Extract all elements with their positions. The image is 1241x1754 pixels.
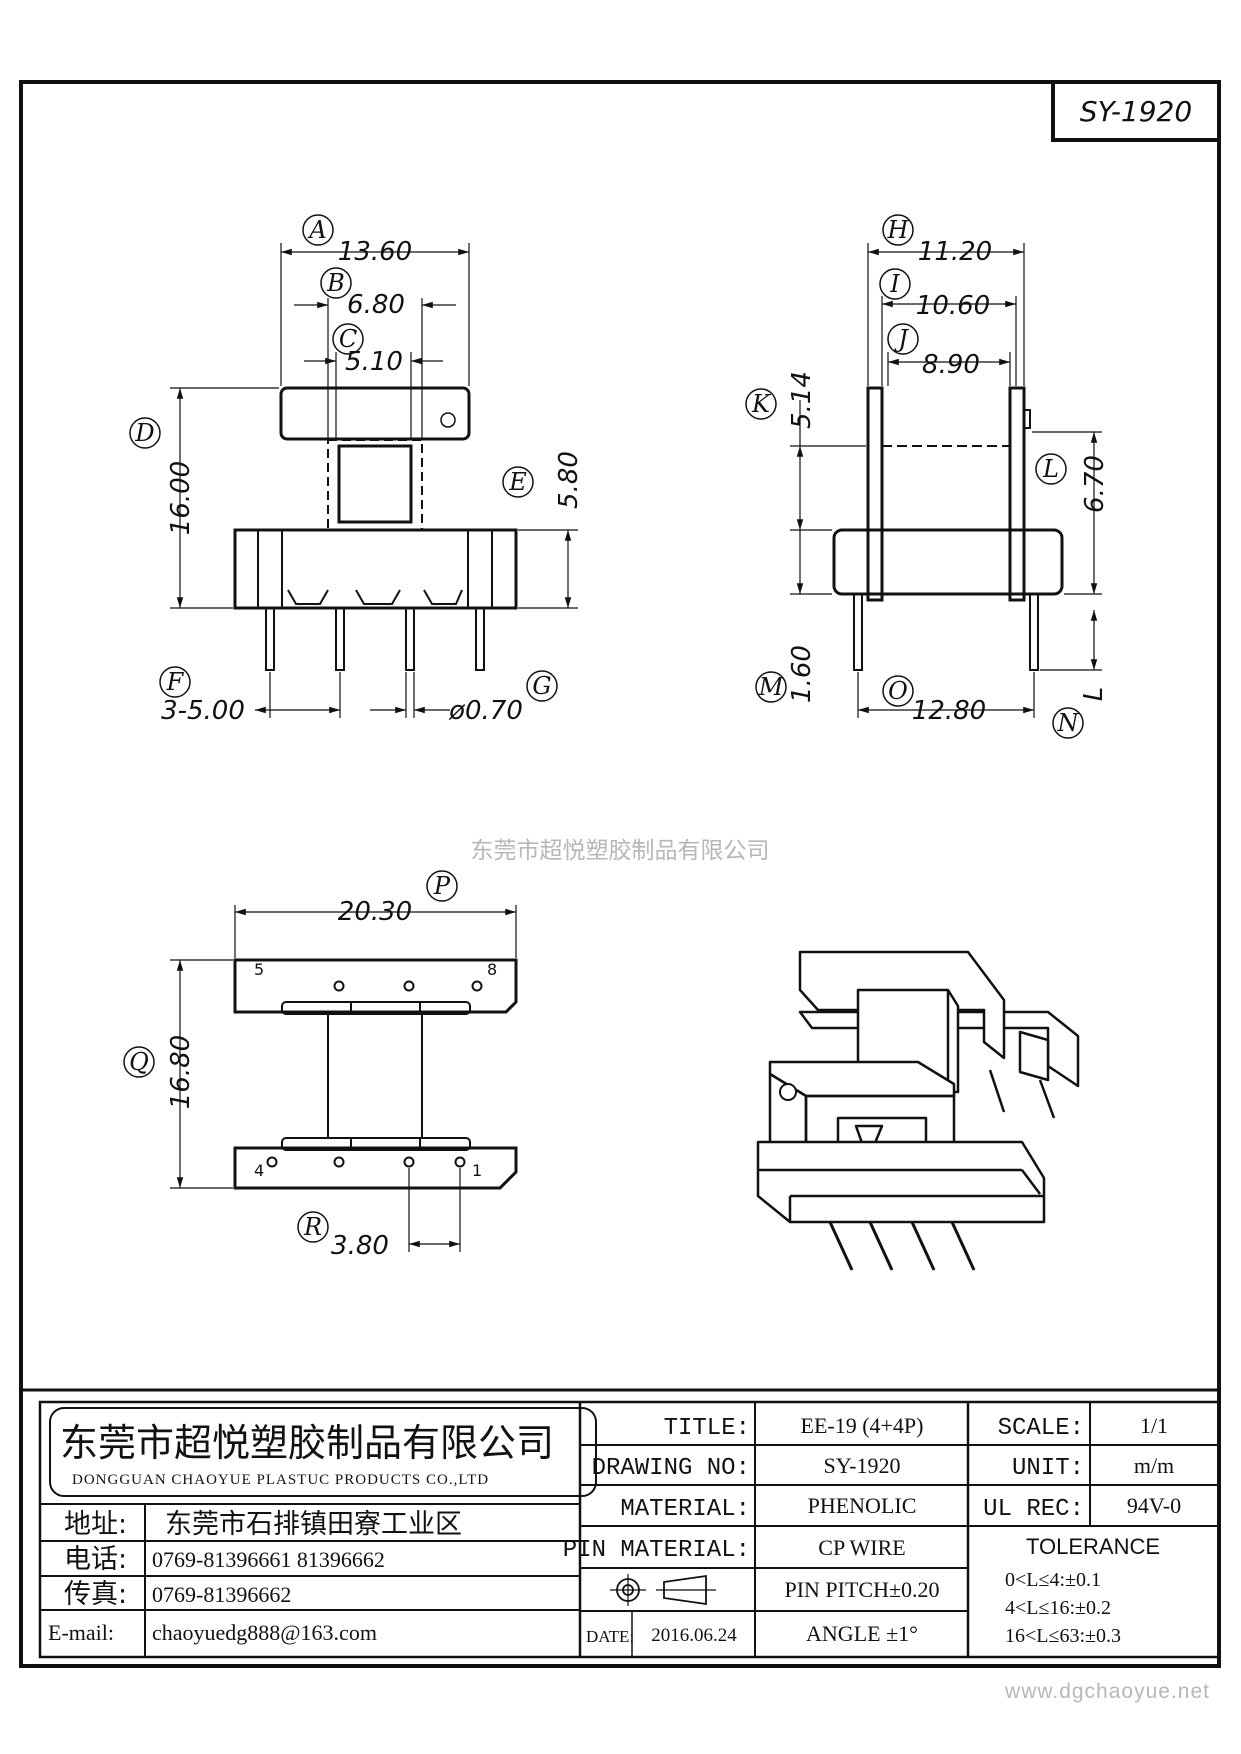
email-value: chaoyuedg888@163.com xyxy=(152,1620,377,1645)
angle-tolerance: ANGLE ±1° xyxy=(806,1621,918,1646)
dim-d: 16.00 xyxy=(166,461,196,535)
tolerance-row-2: 4<L≤16:±0.2 xyxy=(1005,1597,1111,1619)
tag-a: A xyxy=(307,216,326,244)
side-view-labels: H 11.20 I 10.60 J 8.90 K 5.14 L 6.70 M 1… xyxy=(745,214,1110,739)
dim-p: 20.30 xyxy=(338,897,412,927)
dim-i: 10.60 xyxy=(916,291,990,321)
tag-g: G xyxy=(532,672,551,700)
unit-label: UNIT: xyxy=(1012,1455,1084,1482)
pin-number-4: 4 xyxy=(254,1161,264,1180)
isometric-view xyxy=(756,950,1080,1271)
drawing-number-box: SY-1920 xyxy=(1051,80,1221,142)
dim-a: 13.60 xyxy=(338,237,412,267)
date-label: DATE: xyxy=(586,1627,634,1646)
tag-c: C xyxy=(339,325,357,353)
company-name-cn: 东莞市超悦塑胶制品有限公司 xyxy=(60,1421,554,1465)
dim-r: 3.80 xyxy=(331,1231,389,1261)
material-value: PHENOLIC xyxy=(808,1493,917,1518)
pin-pitch: PIN PITCH±0.20 xyxy=(784,1577,939,1602)
title-value: EE-19 (4+4P) xyxy=(801,1413,924,1438)
tag-l: L xyxy=(1042,455,1059,483)
tag-i: I xyxy=(889,270,900,298)
dim-o: 12.80 xyxy=(912,696,986,726)
tag-m: M xyxy=(758,673,785,701)
tag-r: R xyxy=(303,1213,322,1241)
watermark-text: 东莞市超悦塑胶制品有限公司 xyxy=(471,838,770,864)
tag-k: K xyxy=(751,390,772,418)
drawing-no-label: DRAWING NO: xyxy=(592,1455,750,1482)
company-name-en: DONGGUAN CHAOYUE PLASTUC PRODUCTS CO.,LT… xyxy=(72,1472,489,1488)
ul-rec-value: 94V-0 xyxy=(1127,1493,1181,1518)
tag-e: E xyxy=(508,468,527,496)
dim-f: 3-5.00 xyxy=(161,696,245,726)
phone-value: 0769-81396661 81396662 xyxy=(152,1547,385,1572)
dim-b: 6.80 xyxy=(347,290,405,320)
title-label: TITLE: xyxy=(664,1415,750,1442)
side-view xyxy=(790,243,1102,718)
dim-q: 16.80 xyxy=(166,1035,196,1109)
dim-k: 5.14 xyxy=(787,371,817,429)
unit-value: m/m xyxy=(1134,1453,1174,1478)
material-label: MATERIAL: xyxy=(620,1496,750,1523)
dim-n: L xyxy=(1079,687,1109,702)
dim-c: 5.10 xyxy=(345,347,403,377)
fax-value: 0769-81396662 xyxy=(152,1582,291,1607)
tag-o: O xyxy=(888,677,908,705)
address-label: 地址: xyxy=(64,1509,127,1540)
phone-label: 电话: xyxy=(64,1544,127,1575)
address-value: 东莞市石排镇田寮工业区 xyxy=(165,1509,462,1540)
bottom-view xyxy=(170,905,518,1252)
tag-f: F xyxy=(166,668,185,696)
bottom-view-labels: 5 8 4 1 P 20.30 Q 16.80 R 3.80 xyxy=(123,870,497,1261)
tolerance-row-1: 0<L≤4:±0.1 xyxy=(1005,1569,1101,1591)
dim-m: 1.60 xyxy=(787,645,817,703)
scale-label: SCALE: xyxy=(998,1415,1084,1442)
tag-p: P xyxy=(433,872,451,900)
pin-material-label: PIN MATERIAL: xyxy=(563,1537,750,1564)
email-label: E-mail: xyxy=(48,1620,114,1645)
pin-number-8: 8 xyxy=(487,960,497,979)
drawing-frame xyxy=(19,80,1221,1668)
pin-number-1: 1 xyxy=(472,1161,482,1180)
drawing-no-value: SY-1920 xyxy=(823,1453,900,1478)
pin-material-value: CP WIRE xyxy=(818,1535,905,1560)
dim-h: 11.20 xyxy=(918,237,992,267)
pin-number-5: 5 xyxy=(254,960,264,979)
tolerance-row-3: 16<L≤63:±0.3 xyxy=(1005,1625,1121,1647)
ul-rec-label: UL REC: xyxy=(983,1496,1084,1523)
tag-q: Q xyxy=(129,1048,149,1076)
front-view xyxy=(170,243,578,718)
tolerance-label: TOLERANCE xyxy=(1026,1534,1160,1559)
title-block-text: 东莞市超悦塑胶制品有限公司 DONGGUAN CHAOYUE PLASTUC P… xyxy=(48,1413,1181,1647)
date-value: 2016.06.24 xyxy=(651,1625,737,1646)
fax-label: 传真: xyxy=(64,1579,127,1610)
drawing-number-text: SY-1920 xyxy=(1080,95,1192,128)
title-block xyxy=(21,1388,1221,1659)
tag-h: H xyxy=(887,216,910,244)
tag-b: B xyxy=(326,269,345,297)
dim-j: 8.90 xyxy=(922,350,980,380)
dim-g: ø0.70 xyxy=(448,696,523,726)
dim-e: 5.80 xyxy=(554,451,584,509)
scale-value: 1/1 xyxy=(1140,1413,1168,1438)
tag-n: N xyxy=(1057,709,1080,737)
tag-d: D xyxy=(134,419,154,447)
front-view-labels: A 13.60 B 6.80 C 5.10 D 16.00 E 5.80 F 3… xyxy=(129,214,584,726)
website-url: www.dgchaoyue.net xyxy=(1004,1680,1210,1703)
dim-l: 6.70 xyxy=(1080,455,1110,513)
